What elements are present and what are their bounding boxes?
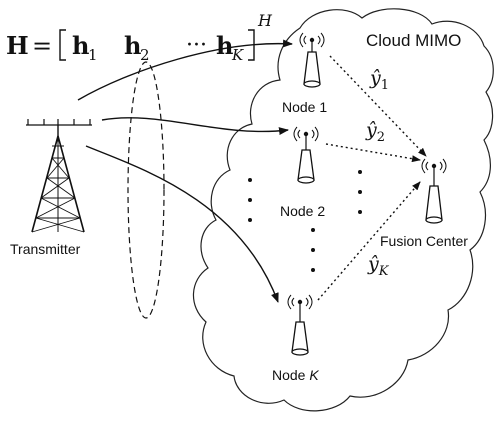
node-antenna-icon — [287, 294, 313, 356]
tx-arrow-node-1 — [77, 39, 293, 101]
node-k-label: Node K — [272, 367, 319, 383]
transmitter-label: Transmitter — [10, 241, 81, 257]
equation-h2-sub: 2 — [140, 46, 150, 64]
cloud-shape — [192, 8, 494, 412]
equation-h2: h — [124, 31, 141, 60]
channel-matrix-equation: H = h 1 h 2 ··· h K H — [6, 11, 273, 64]
node-2-label: Node 2 — [280, 203, 325, 219]
equation-lhs: H — [6, 31, 29, 60]
equation-h1: h — [72, 31, 89, 60]
equation-dots: ··· — [186, 33, 207, 58]
equation-hK: h — [216, 31, 233, 60]
vertical-ellipsis-left — [248, 178, 252, 222]
equation-equals: = — [32, 32, 52, 60]
estimate-arrow-2 — [325, 143, 421, 163]
left-bracket — [59, 29, 66, 61]
equation-hK-sub: K — [231, 46, 244, 64]
node-antenna-icon — [293, 126, 319, 184]
vertical-ellipsis-right — [358, 170, 362, 214]
estimate-arrow-k — [317, 181, 421, 301]
cloud-label: Cloud MIMO — [366, 31, 461, 50]
node-antenna-icon — [299, 32, 325, 88]
tx-arrow-node-k — [85, 145, 279, 303]
tx-arrow-node-2 — [101, 117, 289, 136]
equation-superscript: H — [257, 11, 273, 30]
estimate-y2: ŷ2 — [365, 119, 385, 145]
estimate-arrow-1 — [329, 55, 427, 157]
estimate-y1: ŷ1 — [369, 67, 389, 93]
antenna-tower-icon — [26, 119, 92, 233]
node-antenna-icon — [421, 158, 447, 224]
fusion-center-label: Fusion Center — [380, 233, 468, 249]
node-1-label: Node 1 — [282, 99, 327, 115]
estimate-yk: ŷK — [367, 253, 390, 279]
equation-h1-sub: 1 — [88, 46, 98, 64]
channel-ellipse — [127, 61, 165, 319]
vertical-ellipsis-center — [311, 228, 315, 272]
